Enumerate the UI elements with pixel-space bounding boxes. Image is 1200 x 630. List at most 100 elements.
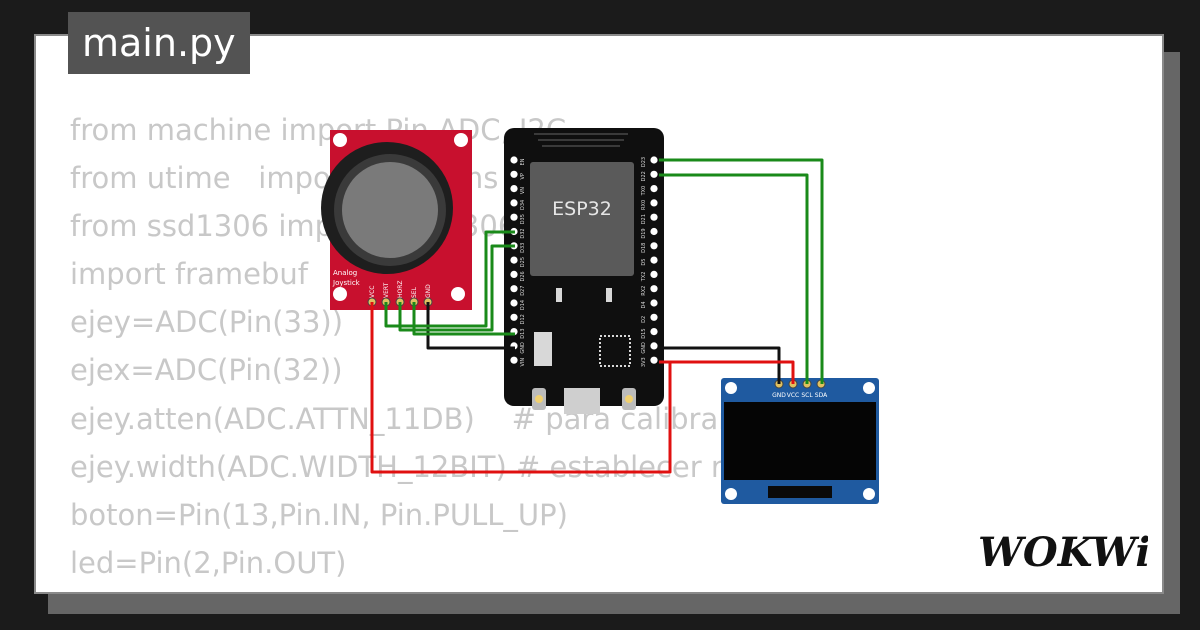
code-line: led=Pin(2,Pin.OUT): [70, 545, 347, 580]
esp32-pin-label: D18: [641, 243, 647, 253]
wire-sda[interactable]: [659, 158, 824, 384]
wire-vert[interactable]: [384, 230, 515, 328]
esp32-pin-label: D5: [641, 259, 647, 266]
analog-joystick[interactable]: Analog Joystick VCC VERT HORZ SEL GND: [321, 130, 472, 310]
wire-vcc-joystick[interactable]: [370, 302, 672, 474]
esp32-pin-label: 3V3: [641, 357, 647, 367]
esp32-pin[interactable]: [510, 156, 518, 164]
esp32-pin-label: VN: [520, 187, 526, 194]
oled-pin-label: GND: [772, 392, 786, 399]
wire-gnd-oled[interactable]: [659, 346, 781, 384]
oled-ribbon: [768, 486, 832, 498]
joystick-label: Analog: [333, 269, 357, 277]
esp32-pin[interactable]: [510, 170, 518, 178]
mount-hole: [863, 488, 875, 500]
esp32-pin[interactable]: [510, 313, 518, 321]
joystick-knob[interactable]: [342, 162, 438, 258]
mount-hole: [454, 133, 468, 147]
mount-hole: [725, 488, 737, 500]
esp32-pin[interactable]: [650, 342, 658, 350]
esp32-pin[interactable]: [510, 185, 518, 193]
esp32-pin[interactable]: [510, 299, 518, 307]
esp32-pin-label: D27: [520, 286, 526, 296]
joystick-label: Joystick: [332, 279, 361, 287]
esp32-pin-label: D15: [641, 328, 647, 338]
esp32-pin-label: RX2: [641, 286, 647, 296]
wire-vcc-oled[interactable]: [659, 360, 795, 384]
usb-port[interactable]: [564, 388, 600, 414]
esp32-pin[interactable]: [650, 170, 658, 178]
code-line: boton=Pin(13,Pin.IN, Pin.PULL_UP): [70, 497, 568, 532]
esp32-pin[interactable]: [510, 256, 518, 264]
mount-hole: [725, 382, 737, 394]
esp32-pin-label: D25: [520, 257, 526, 267]
component: [556, 288, 562, 302]
esp32-pin-label: D14: [520, 300, 526, 310]
esp32-pin[interactable]: [650, 299, 658, 307]
esp32-pin[interactable]: [650, 185, 658, 193]
esp32-pin-label: D23: [641, 157, 647, 167]
oled-screen: [724, 402, 876, 480]
esp32-pin[interactable]: [650, 356, 658, 364]
esp32-pin[interactable]: [650, 313, 658, 321]
mount-hole: [863, 382, 875, 394]
wire-horz[interactable]: [398, 244, 515, 332]
mount-hole: [333, 133, 347, 147]
esp32-pin-label: D12: [520, 314, 526, 324]
mount-hole: [451, 287, 465, 301]
wire-scl[interactable]: [659, 173, 809, 384]
esp32-pin-label: TX0: [641, 186, 647, 197]
esp32-pin[interactable]: [510, 270, 518, 278]
wire-gnd-joystick[interactable]: [426, 302, 515, 350]
joystick-pin-label: SEL: [411, 286, 418, 298]
esp32-pin-label: GND: [520, 342, 526, 354]
joystick-pin-label: HORZ: [397, 280, 404, 298]
esp32-pin[interactable]: [650, 256, 658, 264]
esp32-pin[interactable]: [650, 213, 658, 221]
esp32-board[interactable]: ESP32 ENVPVND34D35D32D33D25D26D27D14D12D…: [504, 128, 664, 414]
en-button-cap: [625, 395, 633, 403]
esp32-pin[interactable]: [650, 156, 658, 164]
esp32-pin-label: D2: [641, 316, 647, 323]
esp32-pin-label: D35: [520, 214, 526, 224]
esp32-label: ESP32: [552, 198, 612, 220]
esp32-pin[interactable]: [510, 356, 518, 364]
oled-pin-label: VCC: [787, 392, 799, 399]
wire-sel[interactable]: [412, 302, 515, 336]
esp32-pin[interactable]: [650, 242, 658, 250]
esp32-pin[interactable]: [650, 199, 658, 207]
esp32-pin-label: D22: [641, 171, 647, 181]
voltage-regulator: [534, 332, 552, 366]
esp32-pin[interactable]: [650, 285, 658, 293]
component: [606, 288, 612, 302]
oled-display[interactable]: GND VCC SCL SDA: [721, 378, 879, 504]
mount-hole: [333, 287, 347, 301]
esp32-pin-label: TX2: [641, 272, 647, 283]
esp32-pin[interactable]: [510, 213, 518, 221]
esp32-pin[interactable]: [510, 199, 518, 207]
usb-chip: [599, 335, 631, 367]
esp32-pin-label: D4: [641, 301, 647, 308]
esp32-pin-label: GND: [641, 342, 647, 354]
esp32-pin-label: D32: [520, 228, 526, 238]
esp32-pin[interactable]: [510, 285, 518, 293]
code-line: ejex=ADC(Pin(32)): [70, 353, 343, 388]
code-line: ejey=ADC(Pin(33)): [70, 305, 344, 340]
code-line: import framebuf: [70, 257, 308, 292]
esp32-pin-label: EN: [520, 158, 526, 165]
esp32-pin-label: VP: [520, 173, 526, 179]
esp32-pin-label: D21: [641, 214, 647, 224]
wokwi-logo-text: WOKWi: [978, 529, 1148, 576]
esp32-pin[interactable]: [650, 328, 658, 336]
joystick-pin-label: VCC: [369, 286, 376, 298]
esp32-pin[interactable]: [650, 270, 658, 278]
joystick-pin-label: VERT: [383, 282, 390, 298]
esp32-pin-label: RX0: [641, 200, 647, 210]
boot-button-cap: [535, 395, 543, 403]
esp32-pin[interactable]: [650, 227, 658, 236]
wokwi-logo: WOKWi: [978, 529, 1148, 576]
file-tab[interactable]: main.py: [68, 12, 250, 74]
esp32-right-pins: D23D22TX0RX0D21D19D18D5TX2RX2D4D2D15GND3…: [641, 156, 658, 367]
esp32-module: [530, 162, 634, 276]
